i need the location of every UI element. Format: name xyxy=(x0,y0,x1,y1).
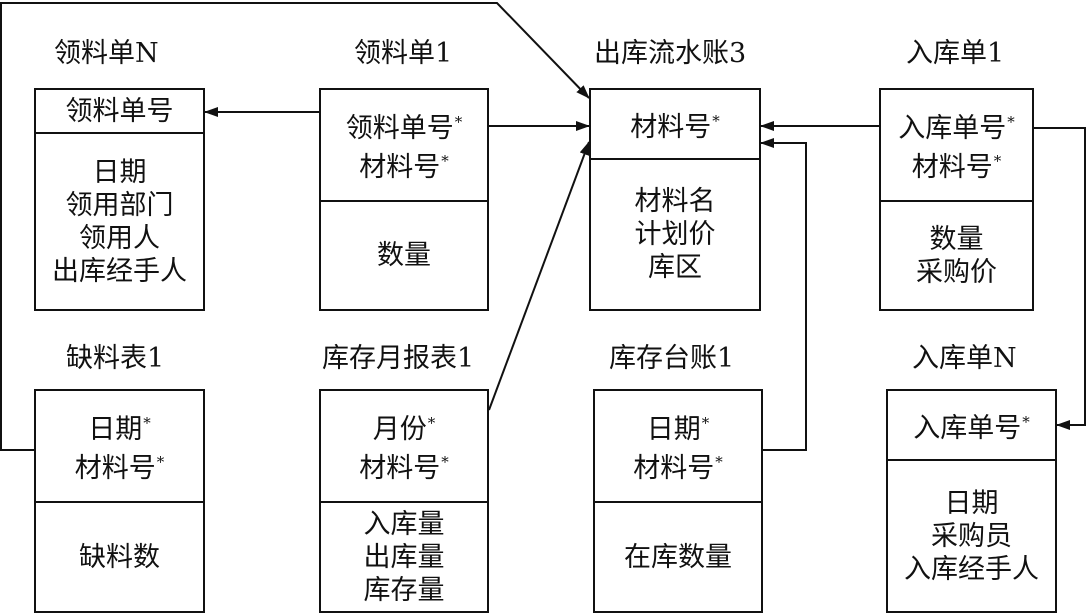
key-field: 日期* xyxy=(88,414,151,445)
entity-box-t6: 月份* 材料号* 入库量 出库量 库存量 xyxy=(319,389,489,613)
key-field: 入库单号* xyxy=(898,113,1015,144)
attr-field: 数量 xyxy=(377,240,431,271)
attr-field: 数量 xyxy=(929,223,984,255)
attr-field: 入库经手人 xyxy=(904,553,1039,585)
attr-field: 在库数量 xyxy=(624,541,732,573)
attr-section-t1: 日期 领用部门 领用人 出库经手人 xyxy=(36,134,203,309)
key-field: 领料单号 xyxy=(65,95,174,127)
key-field: 领料单号* xyxy=(345,113,463,144)
table-title-t5: 缺料表1 xyxy=(66,343,165,374)
arrow-t4-to-t8 xyxy=(1034,127,1086,430)
attr-section-t6: 入库量 出库量 库存量 xyxy=(321,503,487,611)
table-title-t8: 入库单N xyxy=(912,343,1017,374)
key-field: 材料号* xyxy=(633,453,723,484)
attr-field: 材料名 xyxy=(634,186,716,217)
entity-box-t1: 领料单号 日期 领用部门 领用人 出库经手人 xyxy=(34,88,205,311)
attr-field: 采购员 xyxy=(931,520,1012,552)
entity-box-t8: 入库单号* 日期 采购员 入库经手人 xyxy=(886,389,1057,613)
attr-field: 日期 xyxy=(944,487,999,519)
attr-field: 采购价 xyxy=(916,256,997,288)
attr-field: 库区 xyxy=(648,252,702,283)
key-field: 材料号* xyxy=(359,152,449,183)
arrow-t6-to-t3 xyxy=(488,141,590,411)
attr-field: 领用部门 xyxy=(65,189,174,221)
table-title-t7: 库存台账1 xyxy=(609,343,735,374)
arrow-t5-to-t3 xyxy=(0,2,590,451)
table-title-t4: 入库单1 xyxy=(906,38,1005,69)
key-field: 材料号* xyxy=(630,111,720,143)
key-section-t6: 月份* 材料号* xyxy=(321,391,487,503)
key-field: 月份* xyxy=(372,414,436,445)
key-field: 材料号* xyxy=(359,453,449,484)
attr-section-t3: 材料名 计划价 库区 xyxy=(591,160,759,309)
attr-field: 领用人 xyxy=(79,222,160,254)
key-section-t2: 领料单号* 材料号* xyxy=(321,90,487,202)
attr-section-t7: 在库数量 xyxy=(595,503,761,611)
table-title-t1: 领料单N xyxy=(54,38,159,69)
table-title-t6: 库存月报表1 xyxy=(322,343,475,374)
entity-box-t4: 入库单号* 材料号* 数量 采购价 xyxy=(879,88,1034,311)
table-title-t2: 领料单1 xyxy=(354,38,453,69)
entity-box-t3: 材料号* 材料名 计划价 库区 xyxy=(589,88,761,311)
key-section-t7: 日期* 材料号* xyxy=(595,391,761,503)
attr-field: 出库经手人 xyxy=(52,255,187,287)
attr-field: 入库量 xyxy=(363,508,445,540)
key-section-t1: 领料单号 xyxy=(36,90,203,134)
key-field: 入库单号* xyxy=(913,412,1030,444)
attr-field: 计划价 xyxy=(634,219,716,250)
attr-section-t5: 缺料数 xyxy=(36,503,203,611)
key-section-t8: 入库单号* xyxy=(888,391,1055,461)
attr-section-t2: 数量 xyxy=(321,202,487,309)
attr-field: 缺料数 xyxy=(79,541,160,573)
entity-box-t7: 日期* 材料号* 在库数量 xyxy=(593,389,763,613)
attr-section-t8: 日期 采购员 入库经手人 xyxy=(888,461,1055,611)
table-title-t3: 出库流水账3 xyxy=(594,38,747,69)
key-field: 日期* xyxy=(646,414,710,445)
attr-field: 库存量 xyxy=(363,574,445,606)
attr-section-t4: 数量 采购价 xyxy=(881,202,1032,309)
key-field: 材料号* xyxy=(911,152,1002,183)
entity-box-t5: 日期* 材料号* 缺料数 xyxy=(34,389,205,613)
arrow-t7-to-t3 xyxy=(760,138,807,451)
attr-field: 日期 xyxy=(92,156,147,188)
entity-box-t2: 领料单号* 材料号* 数量 xyxy=(319,88,489,311)
key-section-t4: 入库单号* 材料号* xyxy=(881,90,1032,202)
attr-field: 出库量 xyxy=(363,541,445,573)
key-section-t5: 日期* 材料号* xyxy=(36,391,203,503)
key-field: 材料号* xyxy=(74,453,165,484)
key-section-t3: 材料号* xyxy=(591,90,759,160)
